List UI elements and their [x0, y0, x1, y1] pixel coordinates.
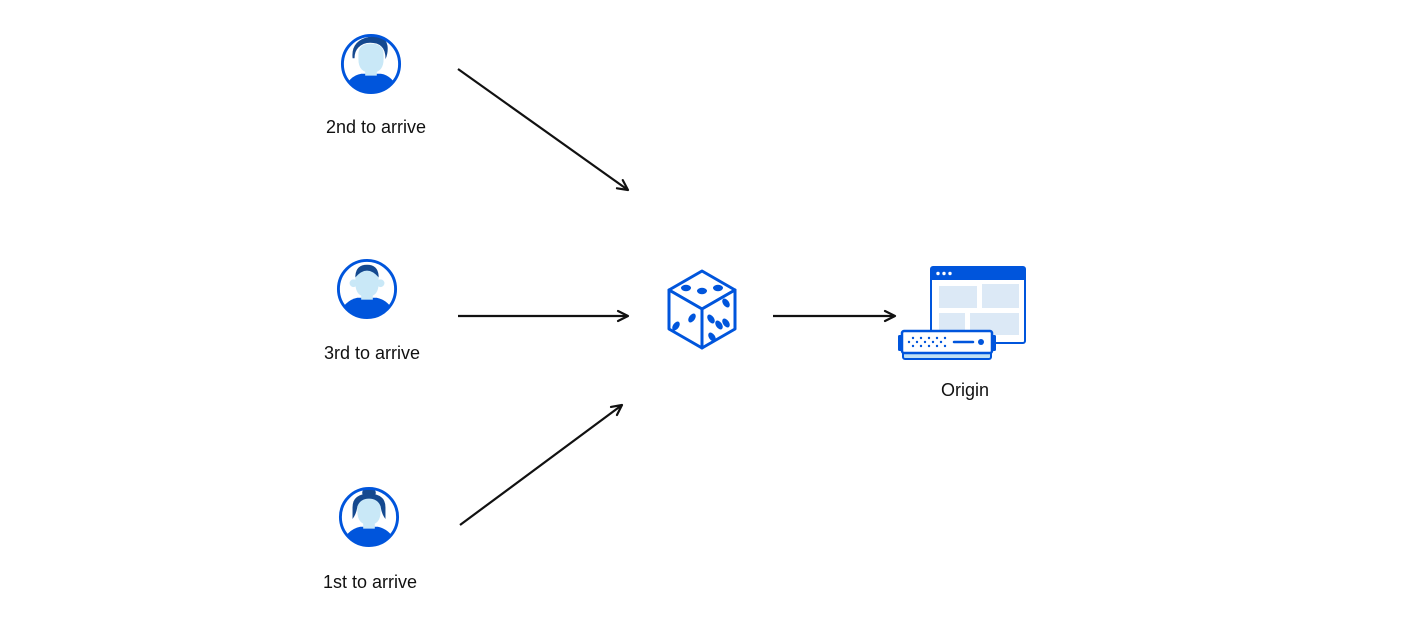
visitor-first-label: 1st to arrive — [322, 572, 418, 592]
visitor-avatar-female-bun-hair-icon — [338, 486, 400, 548]
server-vent-dots — [907, 336, 947, 348]
visitor-first-node — [338, 486, 400, 548]
visitor-avatar-male-swoosh-hair-icon — [340, 33, 402, 95]
visitor-second-label: 2nd to arrive — [325, 117, 427, 137]
origin-browser-window — [930, 266, 1026, 344]
origin-server-appliance — [897, 329, 997, 362]
origin-browser-window-icon — [930, 266, 1026, 344]
origin-server-icon — [898, 329, 996, 360]
dice-randomizer-icon — [667, 269, 737, 350]
visitor-third-label: 3rd to arrive — [323, 343, 421, 363]
arrow-visitor-first-to-dice — [459, 403, 624, 526]
origin-label: Origin — [940, 380, 990, 400]
visitor-second-node — [340, 33, 402, 95]
visitor-third-node — [336, 258, 398, 320]
visitor-avatar-male-short-hair-icon — [336, 258, 398, 320]
arrow-visitor-second-to-dice — [457, 68, 630, 192]
dice-node — [666, 269, 738, 351]
